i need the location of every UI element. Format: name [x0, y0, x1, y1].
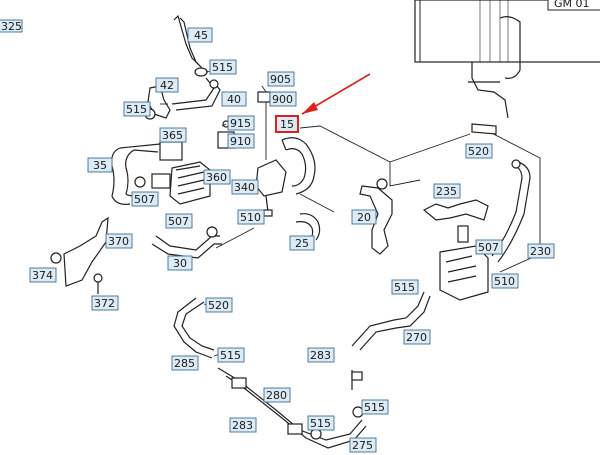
callout-text: 230 — [530, 245, 551, 258]
callout-label-370: 370 — [105, 233, 133, 249]
callout-text: 370 — [108, 235, 129, 248]
callout-label-374: 374 — [29, 267, 57, 283]
callout-text: 515 — [310, 417, 331, 430]
callout-text: 515 — [364, 401, 385, 414]
callout-label-515: 515 — [391, 279, 419, 295]
callout-text: 520 — [208, 299, 229, 312]
callout-label-35: 35 — [87, 157, 113, 173]
callout-label-900: 900 — [269, 91, 297, 107]
callout-text: 507 — [134, 193, 155, 206]
callout-label-235: 235 — [433, 183, 461, 199]
callout-label-15: 15 — [275, 115, 299, 133]
callout-text: 15 — [280, 118, 294, 131]
callout-text: 340 — [234, 181, 255, 194]
callout-text: 360 — [206, 171, 227, 184]
callout-label-507: 507 — [165, 213, 193, 229]
callout-label-20: 20 — [351, 209, 377, 225]
callout-label-42: 42 — [155, 77, 179, 93]
callout-label-283: 283 — [307, 347, 335, 363]
callout-text: 35 — [93, 159, 107, 172]
callout-label-510: 510 — [491, 273, 519, 289]
hose-270-shape — [359, 295, 431, 351]
callout-text: 280 — [266, 389, 287, 402]
callout-label-270: 270 — [403, 329, 431, 345]
hose-35-shape — [111, 147, 131, 205]
callout-text: 365 — [162, 129, 183, 142]
callout-label-510: 510 — [237, 209, 265, 225]
callout-label-25: 25 — [289, 235, 315, 251]
callout-text: 325 — [1, 20, 22, 33]
callout-text: 270 — [406, 331, 427, 344]
hose-15-shape — [281, 137, 316, 195]
callout-label-515: 515 — [209, 59, 237, 75]
hose-285-shape — [173, 297, 213, 359]
callout-label-520: 520 — [465, 143, 493, 159]
callout-text: 45 — [194, 29, 208, 42]
callout-text: 285 — [174, 357, 195, 370]
part-374-shape — [50, 252, 62, 264]
pump-340 — [255, 159, 287, 197]
callout-label-365: 365 — [159, 127, 187, 143]
callout-label-340: 340 — [231, 179, 259, 195]
callout-text: 520 — [468, 145, 489, 158]
hose-230-shape — [497, 161, 531, 263]
callout-text: 283 — [232, 419, 253, 432]
callout-text: 235 — [436, 185, 457, 198]
callout-text: 515 — [126, 103, 147, 116]
callout-label-275: 275 — [349, 437, 377, 453]
radiator — [414, 0, 600, 119]
callout-label-520: 520 — [205, 297, 233, 313]
hose-45-shape — [179, 17, 205, 71]
callout-text: 25 — [295, 237, 309, 250]
callout-text: 515 — [220, 349, 241, 362]
corner-label: GM 01 — [547, 0, 600, 11]
callout-label-30: 30 — [167, 255, 193, 271]
callout-label-910: 910 — [227, 133, 255, 149]
callout-text: 283 — [310, 349, 331, 362]
callout-label-507: 507 — [131, 191, 159, 207]
callout-text: 905 — [270, 73, 291, 86]
callout-text: 40 — [227, 93, 241, 106]
corner-label-text: GM 01 — [554, 0, 590, 10]
callout-label-915: 915 — [227, 115, 255, 131]
part-365-shape — [159, 141, 183, 161]
callout-label-283: 283 — [229, 417, 257, 433]
callout-label-515: 515 — [123, 101, 151, 117]
callout-label-40: 40 — [221, 91, 247, 107]
hose-25-shape — [299, 213, 321, 241]
callout-text: 374 — [32, 269, 53, 282]
callout-text: 510 — [240, 211, 261, 224]
callout-text: 910 — [230, 135, 251, 148]
callout-text: 30 — [173, 257, 187, 270]
callout-label-515: 515 — [217, 347, 245, 363]
callout-text: 915 — [230, 117, 251, 130]
callout-label-280: 280 — [263, 387, 291, 403]
callout-text: 507 — [478, 241, 499, 254]
callout-text: 515 — [394, 281, 415, 294]
hose-235-shape — [422, 199, 489, 221]
callout-label-45: 45 — [187, 27, 213, 43]
callout-text: 515 — [212, 61, 233, 74]
callout-label-515: 515 — [361, 399, 389, 415]
callout-text: 900 — [272, 93, 293, 106]
callout-text: 372 — [94, 297, 115, 310]
callout-text: 42 — [160, 79, 174, 92]
callout-text: 20 — [357, 211, 371, 224]
callout-text: 510 — [494, 275, 515, 288]
callout-label-325: 325 — [0, 19, 23, 33]
bracket-370-shape — [63, 216, 109, 287]
callout-label-285: 285 — [171, 355, 199, 371]
callout-label-360: 360 — [203, 169, 231, 185]
callout-text: 507 — [168, 215, 189, 228]
callout-text: 275 — [352, 439, 373, 452]
callout-label-230: 230 — [527, 243, 555, 259]
callout-label-507: 507 — [475, 239, 503, 255]
callout-label-905: 905 — [267, 71, 295, 87]
callout-label-372: 372 — [91, 295, 119, 311]
callout-label-515: 515 — [307, 415, 335, 431]
